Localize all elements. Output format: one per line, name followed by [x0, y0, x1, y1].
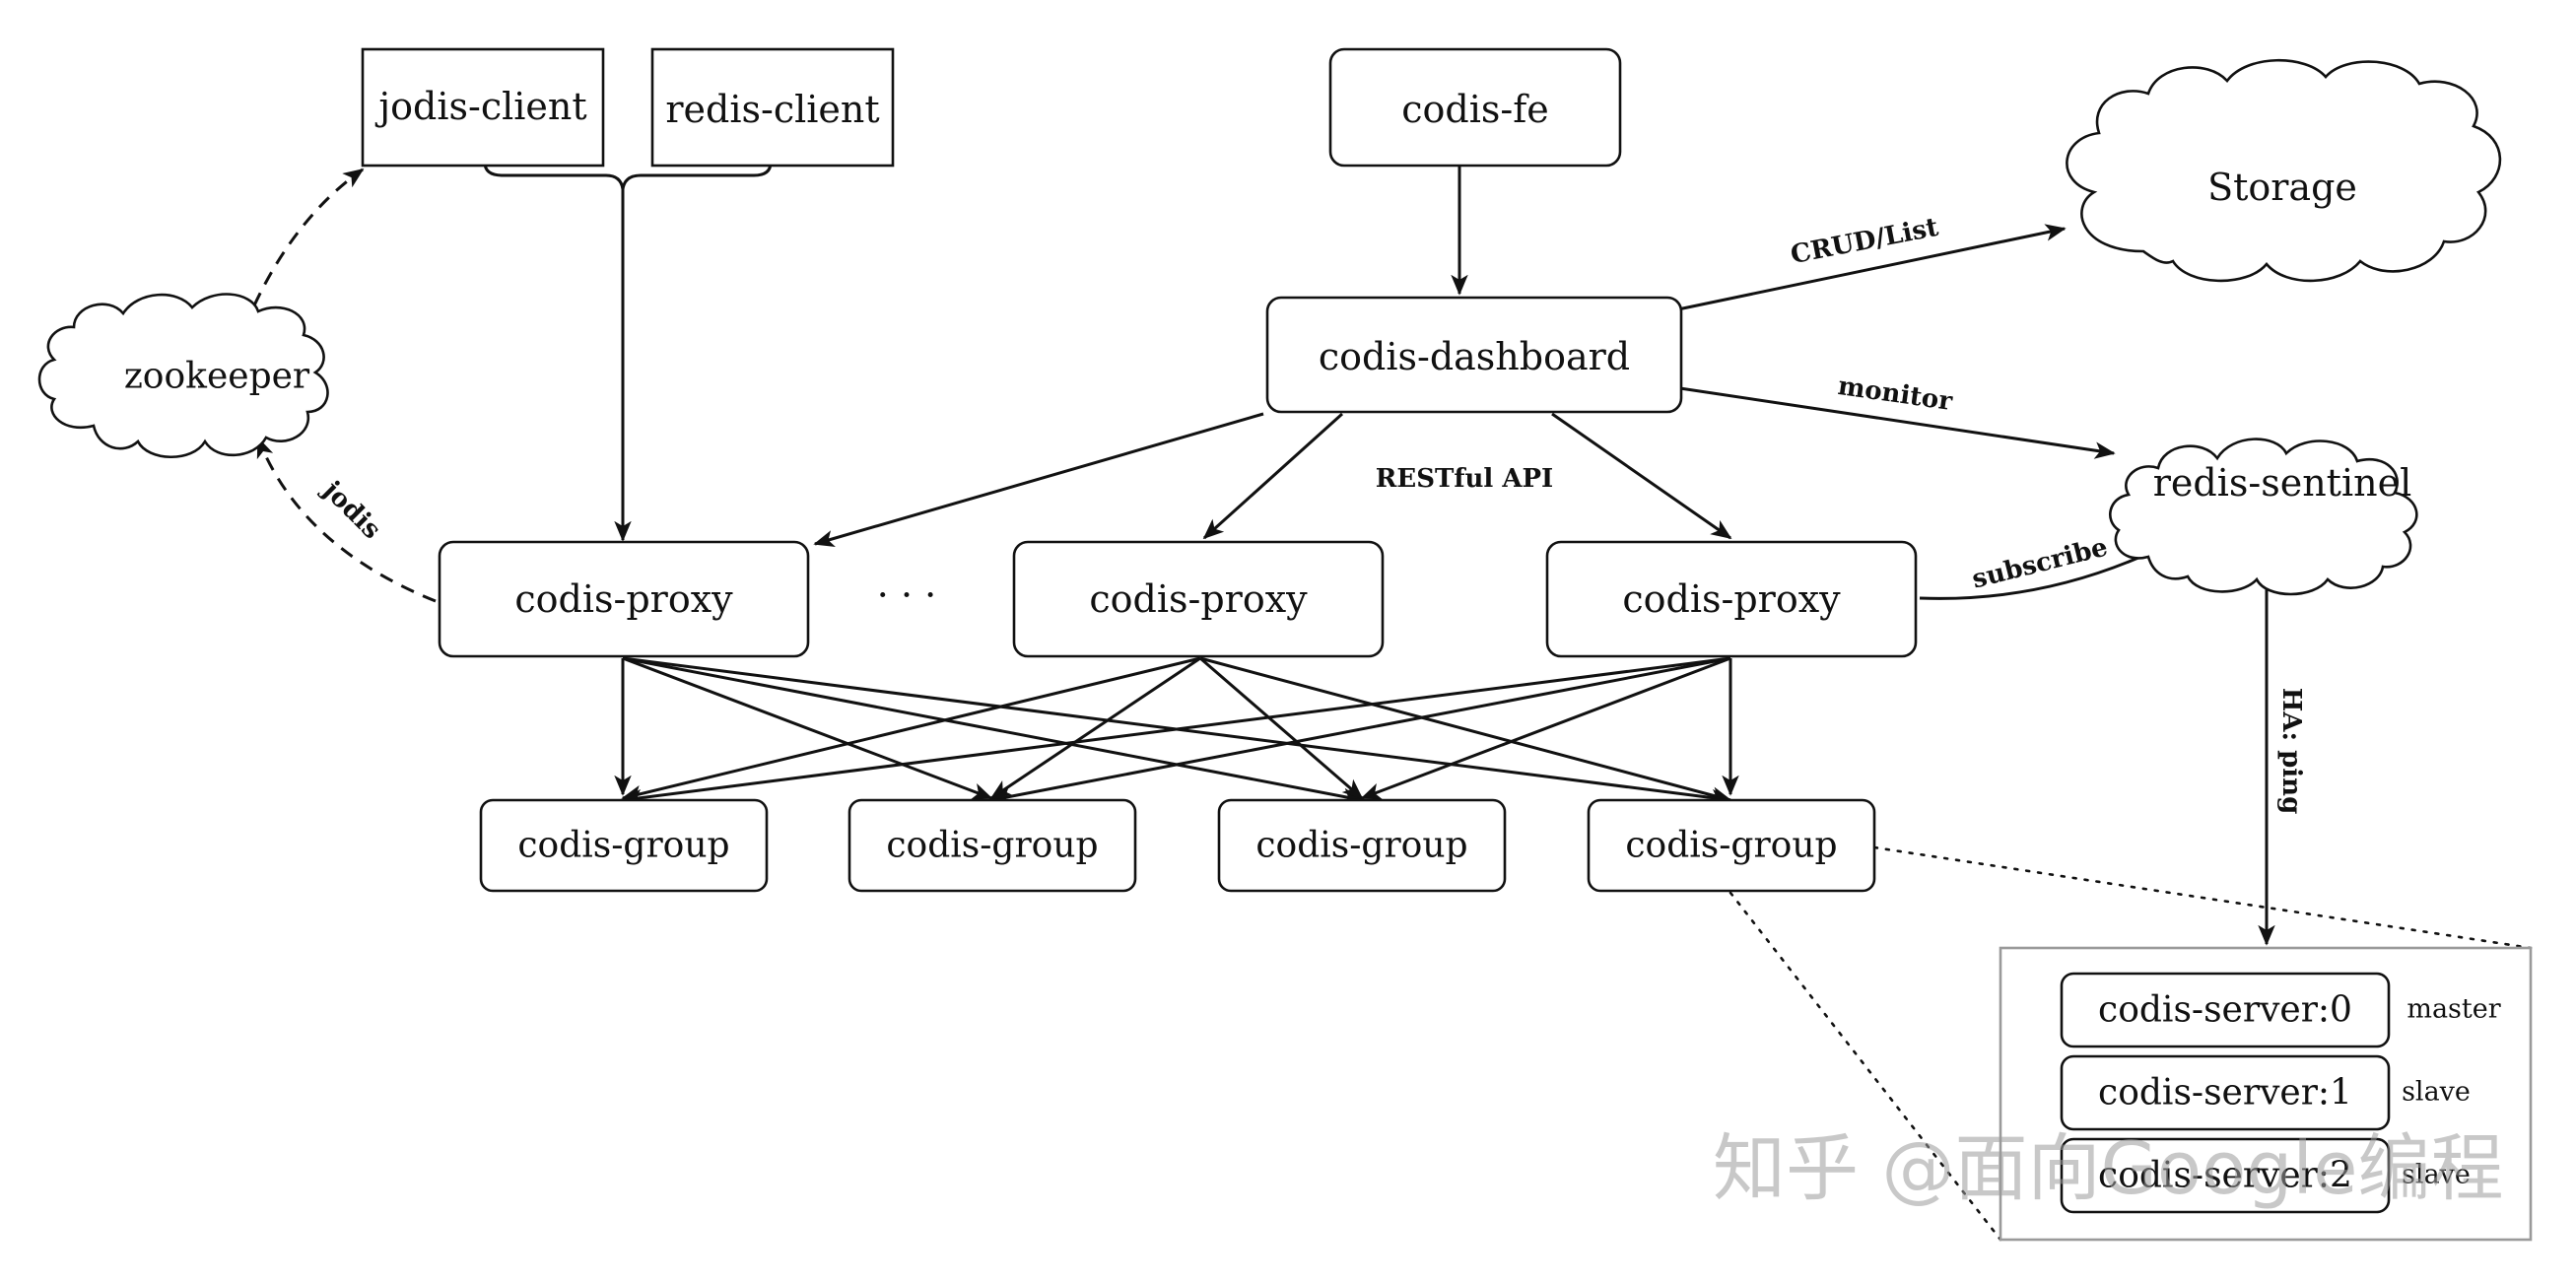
codis-group-box-3 — [1217, 798, 1507, 893]
jodis-client-label: jodis-client — [374, 85, 586, 128]
redis-sentinel-label: redis-sentinel — [2153, 461, 2411, 505]
zookeeper-node: zookeeper — [37, 293, 329, 459]
edge-zookeeper-to-jodis-client — [252, 168, 365, 306]
server-group-detail: codis-server:0 master codis-server:1 sla… — [1999, 946, 2533, 1242]
edge-proxy2-group1 — [621, 656, 1201, 802]
watermark-text: 知乎 @面向Google编程 — [1713, 1126, 2503, 1211]
label-crud-list: CRUD/List — [1789, 213, 1941, 270]
codis-fe-box — [1328, 47, 1622, 168]
edge-proxy1-to-zookeeper — [256, 437, 437, 603]
role-label-1: slave — [2402, 1077, 2471, 1108]
codis-proxy-box-2 — [1012, 540, 1385, 658]
codis-group-label-4: codis-group — [1625, 826, 1837, 866]
codis-fe-node: codis-fe — [1328, 47, 1622, 168]
label-subscribe: subscribe — [1969, 532, 2111, 594]
codis-server-label-1: codis-server:1 — [2098, 1073, 2352, 1114]
redis-client-box — [650, 47, 895, 168]
codis-proxy-nodes: codis-proxy · · · codis-proxy codis-prox… — [438, 540, 1918, 658]
label-ha-ping: HA: ping — [2276, 688, 2306, 815]
codis-server-label-2: codis-server:2 — [2098, 1156, 2352, 1196]
redis-client-label: redis-client — [665, 88, 879, 131]
codis-proxy-label-1: codis-proxy — [514, 577, 733, 621]
codis-group-label-2: codis-group — [886, 826, 1098, 866]
label-restful-api: RESTful API — [1376, 464, 1553, 494]
codis-proxy-label-3: codis-proxy — [1622, 577, 1841, 621]
label-monitor: monitor — [1836, 371, 1954, 417]
storage-node: Storage — [2066, 58, 2502, 283]
codis-proxy-box-3 — [1545, 540, 1918, 658]
jodis-client-box — [361, 47, 605, 168]
edge-dashboard-to-proxy2 — [1202, 412, 1344, 540]
codis-dashboard-label: codis-dashboard — [1319, 335, 1630, 378]
codis-proxy-label-2: codis-proxy — [1089, 577, 1308, 621]
edge-proxy3-group3 — [1360, 656, 1731, 800]
role-label-2: slave — [2402, 1160, 2471, 1190]
redis-sentinel-cloud — [2109, 438, 2418, 596]
edge-proxy2-group2 — [989, 656, 1201, 800]
edge-proxy2-group4 — [1199, 656, 1732, 804]
codis-server-box-1 — [2060, 1054, 2391, 1131]
storage-label: Storage — [2207, 166, 2357, 209]
codis-group-box-4 — [1587, 798, 1876, 893]
edge-dashboard-to-proxy3 — [1551, 412, 1732, 540]
proxy-group-mesh — [614, 656, 1739, 807]
edge-proxy3-group1 — [621, 656, 1731, 807]
codis-server-box-2 — [2060, 1137, 2391, 1214]
codis-group-label-1: codis-group — [517, 826, 729, 866]
edge-proxy1-group2 — [622, 656, 993, 800]
client-nodes: jodis-client redis-client — [361, 47, 895, 168]
codis-group-nodes: codis-group codis-group codis-group codi… — [479, 798, 1876, 893]
storage-cloud — [2066, 58, 2502, 283]
edge-dashboard-to-proxy1 — [813, 412, 1264, 548]
codis-proxy-box-1 — [438, 540, 810, 658]
zookeeper-label: zookeeper — [124, 357, 310, 397]
codis-group-box-2 — [847, 798, 1137, 893]
edge-dashboard-to-storage — [1672, 224, 2067, 312]
edge-dashboard-to-sentinel — [1672, 385, 2116, 459]
edge-proxy1-group3 — [622, 656, 1364, 805]
edge-proxy3-group2 — [989, 656, 1731, 805]
zookeeper-cloud — [37, 293, 329, 459]
role-label-0: master — [2407, 994, 2500, 1025]
codis-server-label-0: codis-server:0 — [2098, 990, 2352, 1031]
zoom-line-bottom — [1729, 891, 2002, 1242]
redis-sentinel-node: redis-sentinel — [2109, 438, 2418, 596]
edge-proxy2-group3 — [1199, 656, 1364, 800]
codis-group-label-3: codis-group — [1255, 826, 1467, 866]
codis-group-box-1 — [479, 798, 769, 893]
codis-dashboard-node: codis-dashboard — [1265, 296, 1683, 414]
codis-dashboard-box — [1265, 296, 1683, 414]
codis-server-box-0 — [2060, 972, 2391, 1048]
codis-fe-label: codis-fe — [1401, 88, 1549, 131]
proxy-ellipsis: · · · — [877, 574, 936, 617]
edges — [252, 162, 2533, 1242]
zoom-line-top — [1872, 845, 2533, 950]
